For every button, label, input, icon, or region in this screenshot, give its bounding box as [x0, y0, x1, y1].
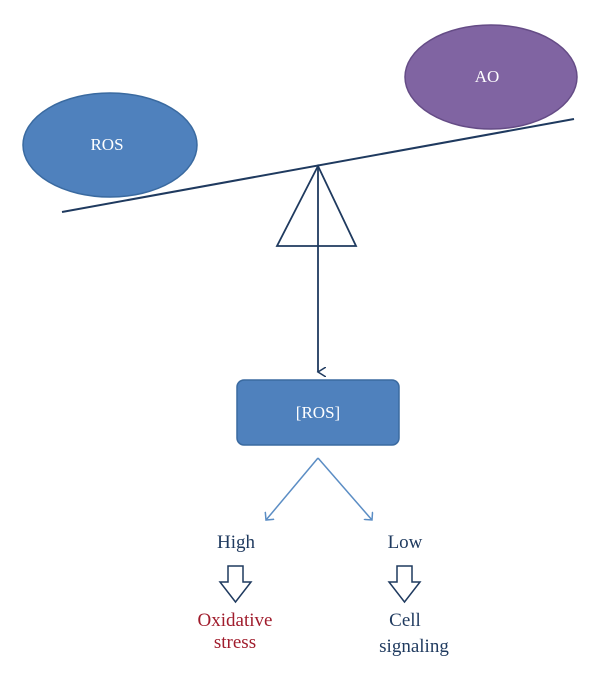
fulcrum-triangle: [275, 163, 358, 247]
branch-arrow-high: [266, 457, 319, 520]
ros-box: [236, 379, 400, 446]
ros-concentration-box: [ROS]: [236, 379, 400, 446]
high-branch: High Oxidative stress: [198, 532, 273, 653]
high-label: High: [217, 532, 256, 553]
ao-weight: AO: [404, 24, 578, 130]
ros-box-label: [ROS]: [296, 403, 340, 422]
ao-ellipse-label: AO: [475, 67, 500, 86]
ros-ellipse-label: ROS: [90, 135, 123, 154]
ros-ellipse: [22, 92, 198, 198]
ao-ellipse: [404, 24, 578, 130]
low-branch: Low Cell signaling: [379, 532, 449, 657]
branch-arrow-low: [317, 457, 372, 520]
low-label: Low: [388, 532, 423, 553]
oxidative-stress-line1: Oxidative: [198, 610, 273, 631]
high-block-arrow-icon: [218, 565, 253, 604]
oxidative-stress-line2: stress: [214, 632, 256, 653]
low-block-arrow-icon: [387, 565, 422, 604]
cell-signaling-line2: signaling: [379, 636, 449, 657]
ros-weight: ROS: [22, 92, 198, 198]
cell-signaling-line1: Cell: [389, 610, 421, 631]
